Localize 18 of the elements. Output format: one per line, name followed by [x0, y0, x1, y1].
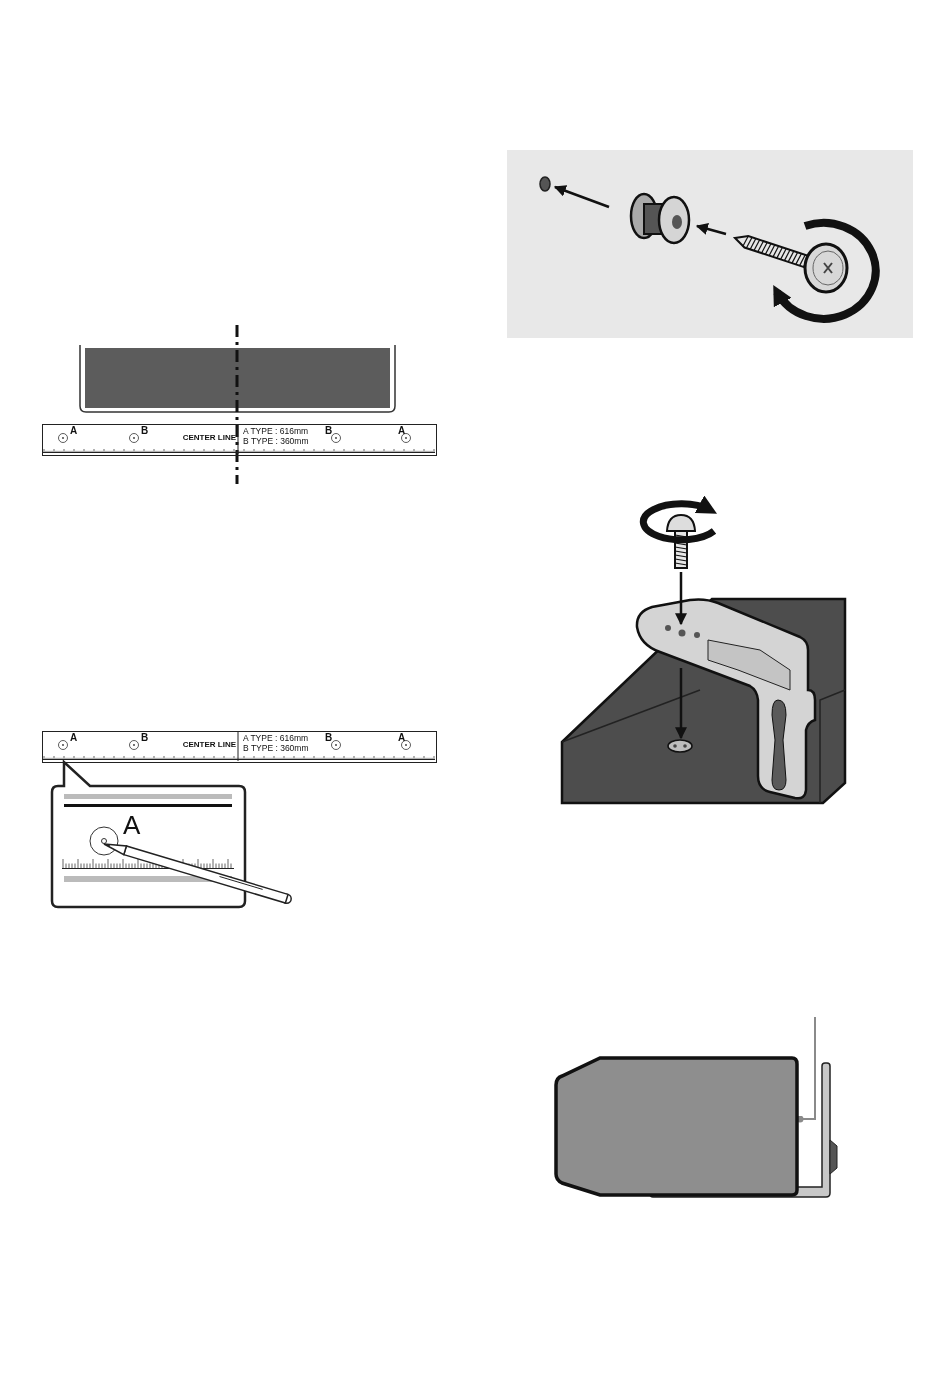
- dimension-note: B TYPE : 360mm: [243, 744, 309, 753]
- soundbar-side-view: [555, 1056, 800, 1198]
- hole-label: B: [141, 426, 149, 436]
- dimension-note: A TYPE : 616mm: [243, 427, 309, 436]
- hole-label: A: [398, 426, 406, 436]
- template-strip: [42, 424, 437, 456]
- hole-label: B: [141, 733, 149, 743]
- hole-label: A: [398, 733, 406, 743]
- hole-label: A: [70, 733, 78, 743]
- hole-label: B: [325, 426, 333, 436]
- center-line-label: CENTER LINE: [182, 434, 236, 442]
- hole-label: B: [325, 733, 333, 743]
- dimension-note: B TYPE : 360mm: [243, 437, 309, 446]
- hole-label: A: [123, 812, 141, 838]
- dimension-note: A TYPE : 616mm: [243, 734, 309, 743]
- hole-label: A: [70, 426, 78, 436]
- center-line-label: CENTER LINE: [182, 741, 236, 749]
- template-strip: [42, 731, 437, 763]
